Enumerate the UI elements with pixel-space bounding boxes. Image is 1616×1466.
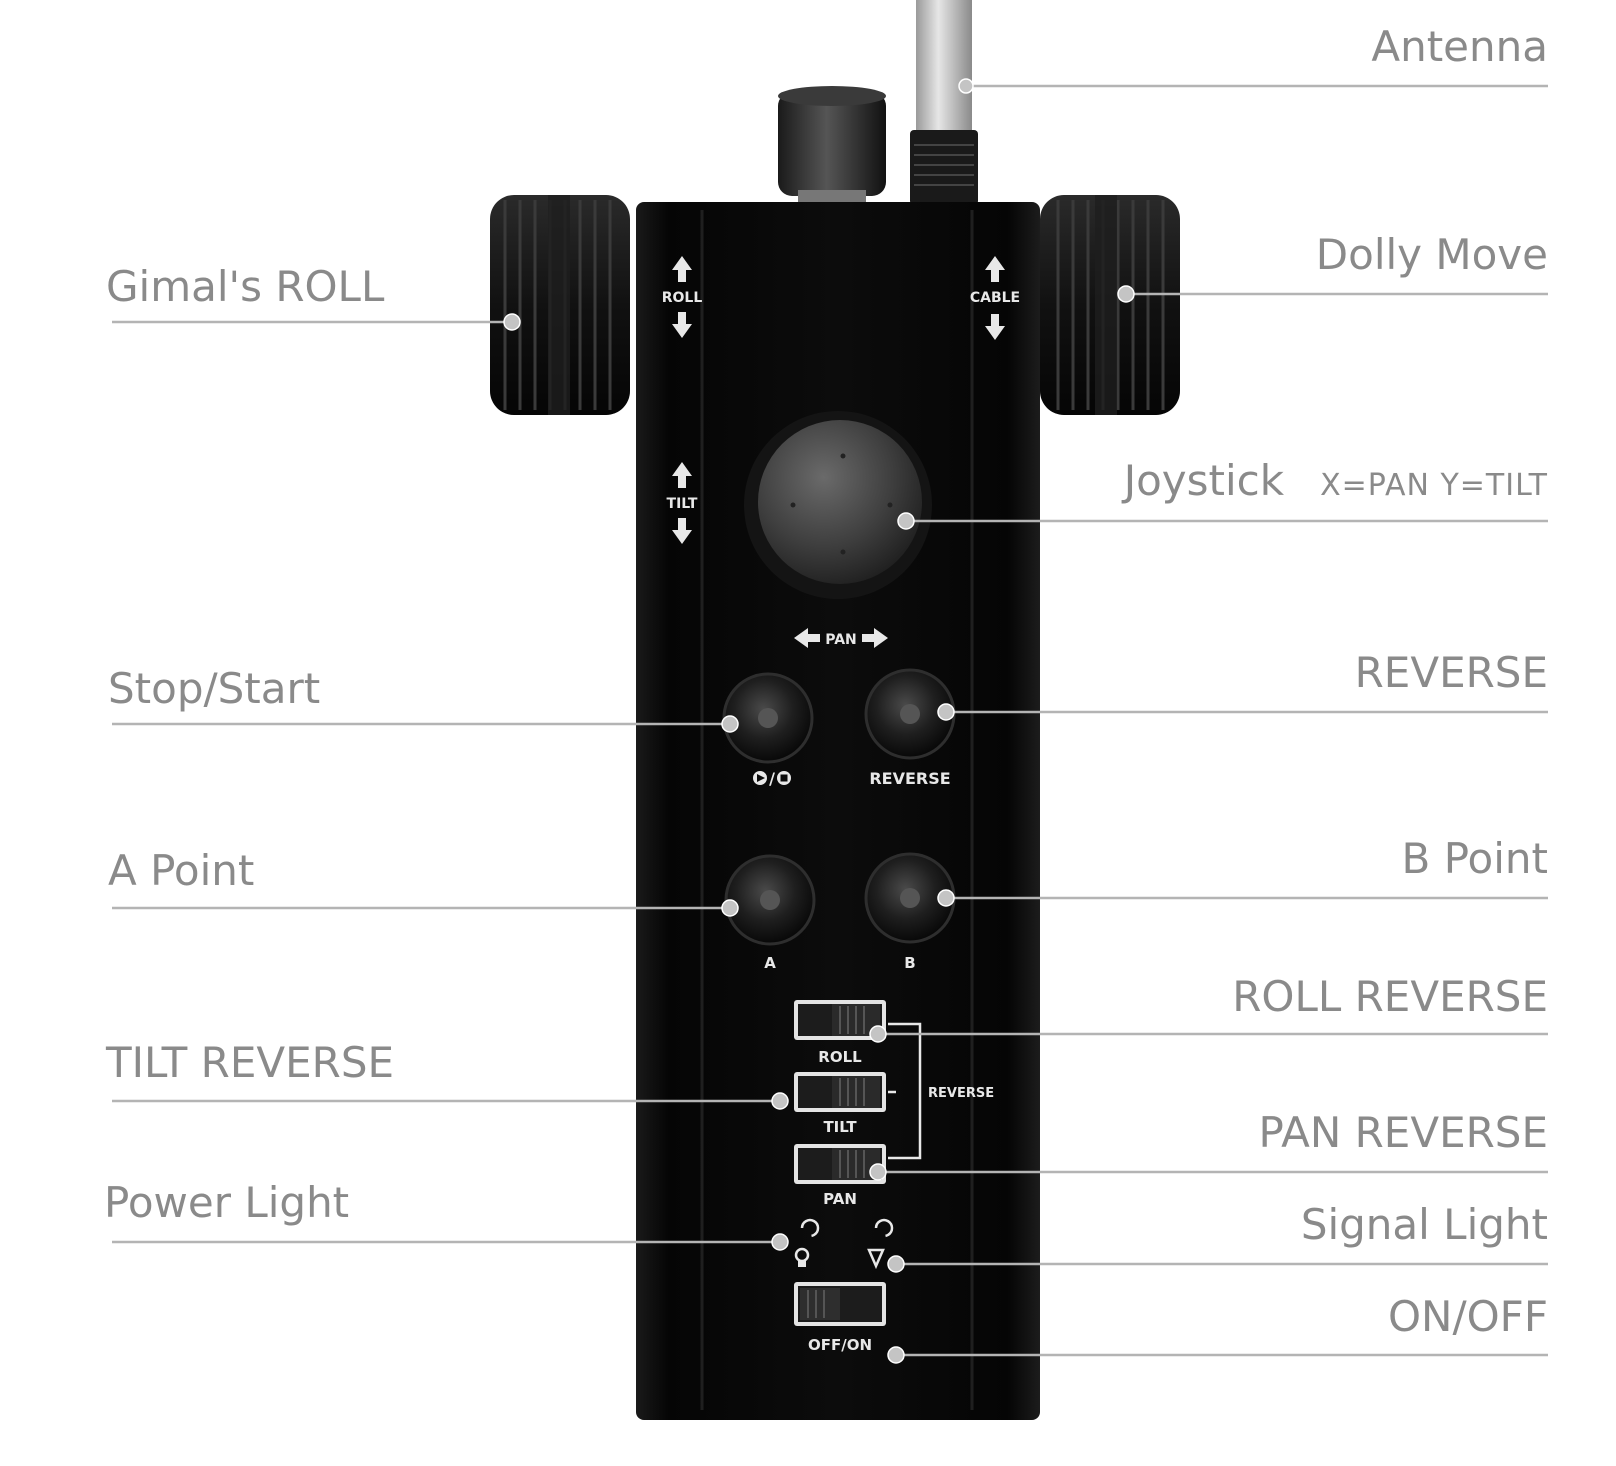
a-silk-label: A [764,954,776,972]
roll-reverse-label: ROLL REVERSE [1232,972,1548,1021]
tilt-indicator: TILT [667,462,698,544]
dolly-wheel[interactable] [1040,195,1180,415]
antenna [910,0,978,205]
play-stop-icon: / [753,769,791,788]
signal-icon [867,1248,885,1270]
roll-wheel[interactable] [490,195,630,415]
cable-silk-label: CABLE [970,290,1020,306]
power-light-label: Power Light [104,1178,350,1227]
signal-light-led [874,1218,894,1238]
power-switch[interactable] [794,1282,886,1326]
svg-text:/: / [769,769,775,788]
gimbal-roll-label: Gimal's ROLL [106,262,385,311]
reverse-label: REVERSE [1354,648,1548,697]
tilt-switch-label: TILT [823,1118,857,1136]
tilt-silk-label: TILT [667,496,698,512]
cable-indicator: CABLE [970,256,1020,340]
roll-switch-label: ROLL [818,1048,862,1066]
pan-indicator: PAN [794,628,888,648]
dolly-move-label: Dolly Move [1315,230,1548,279]
b-point-label: B Point [1401,834,1548,883]
controller-device: ROLL CABLE TILT PAN [490,0,1180,1420]
reverse-silk-label: REVERSE [869,769,950,788]
tilt-reverse-label: TILT REVERSE [106,1038,395,1087]
antenna-label: Antenna [1371,22,1548,71]
tilt-reverse-switch[interactable] [794,1072,886,1112]
joystick[interactable] [744,411,932,599]
signal-light-label: Signal Light [1300,1200,1548,1249]
top-cap [778,86,886,206]
reverse-bracket-label: REVERSE [928,1086,994,1101]
leader-lines [112,84,1548,1357]
roll-silk-label: ROLL [662,290,703,306]
bulb-icon [794,1247,810,1267]
joystick-axes-label: X=PAN Y=TILT [1320,468,1548,503]
power-light-led [800,1218,820,1238]
controller-body [636,202,1040,1420]
reverse-bracket [888,1022,922,1160]
a-point-label: A Point [108,846,255,895]
joystick-label-text: Joystick [1123,456,1285,505]
stop-start-label: Stop/Start [108,664,321,713]
b-silk-label: B [904,954,915,972]
roll-indicator: ROLL [662,256,703,338]
off-on-silk-label: OFF/ON [808,1336,872,1354]
pan-reverse-label: PAN REVERSE [1258,1108,1548,1157]
on-off-label: ON/OFF [1387,1292,1548,1341]
roll-reverse-switch[interactable] [794,1000,886,1040]
leader-dots [503,78,1135,1364]
a-point-button[interactable] [724,854,816,946]
pan-reverse-switch[interactable] [794,1144,886,1184]
pan-switch-label: PAN [823,1190,857,1208]
stop-start-button[interactable] [722,672,814,764]
pan-silk-label: PAN [825,632,857,648]
